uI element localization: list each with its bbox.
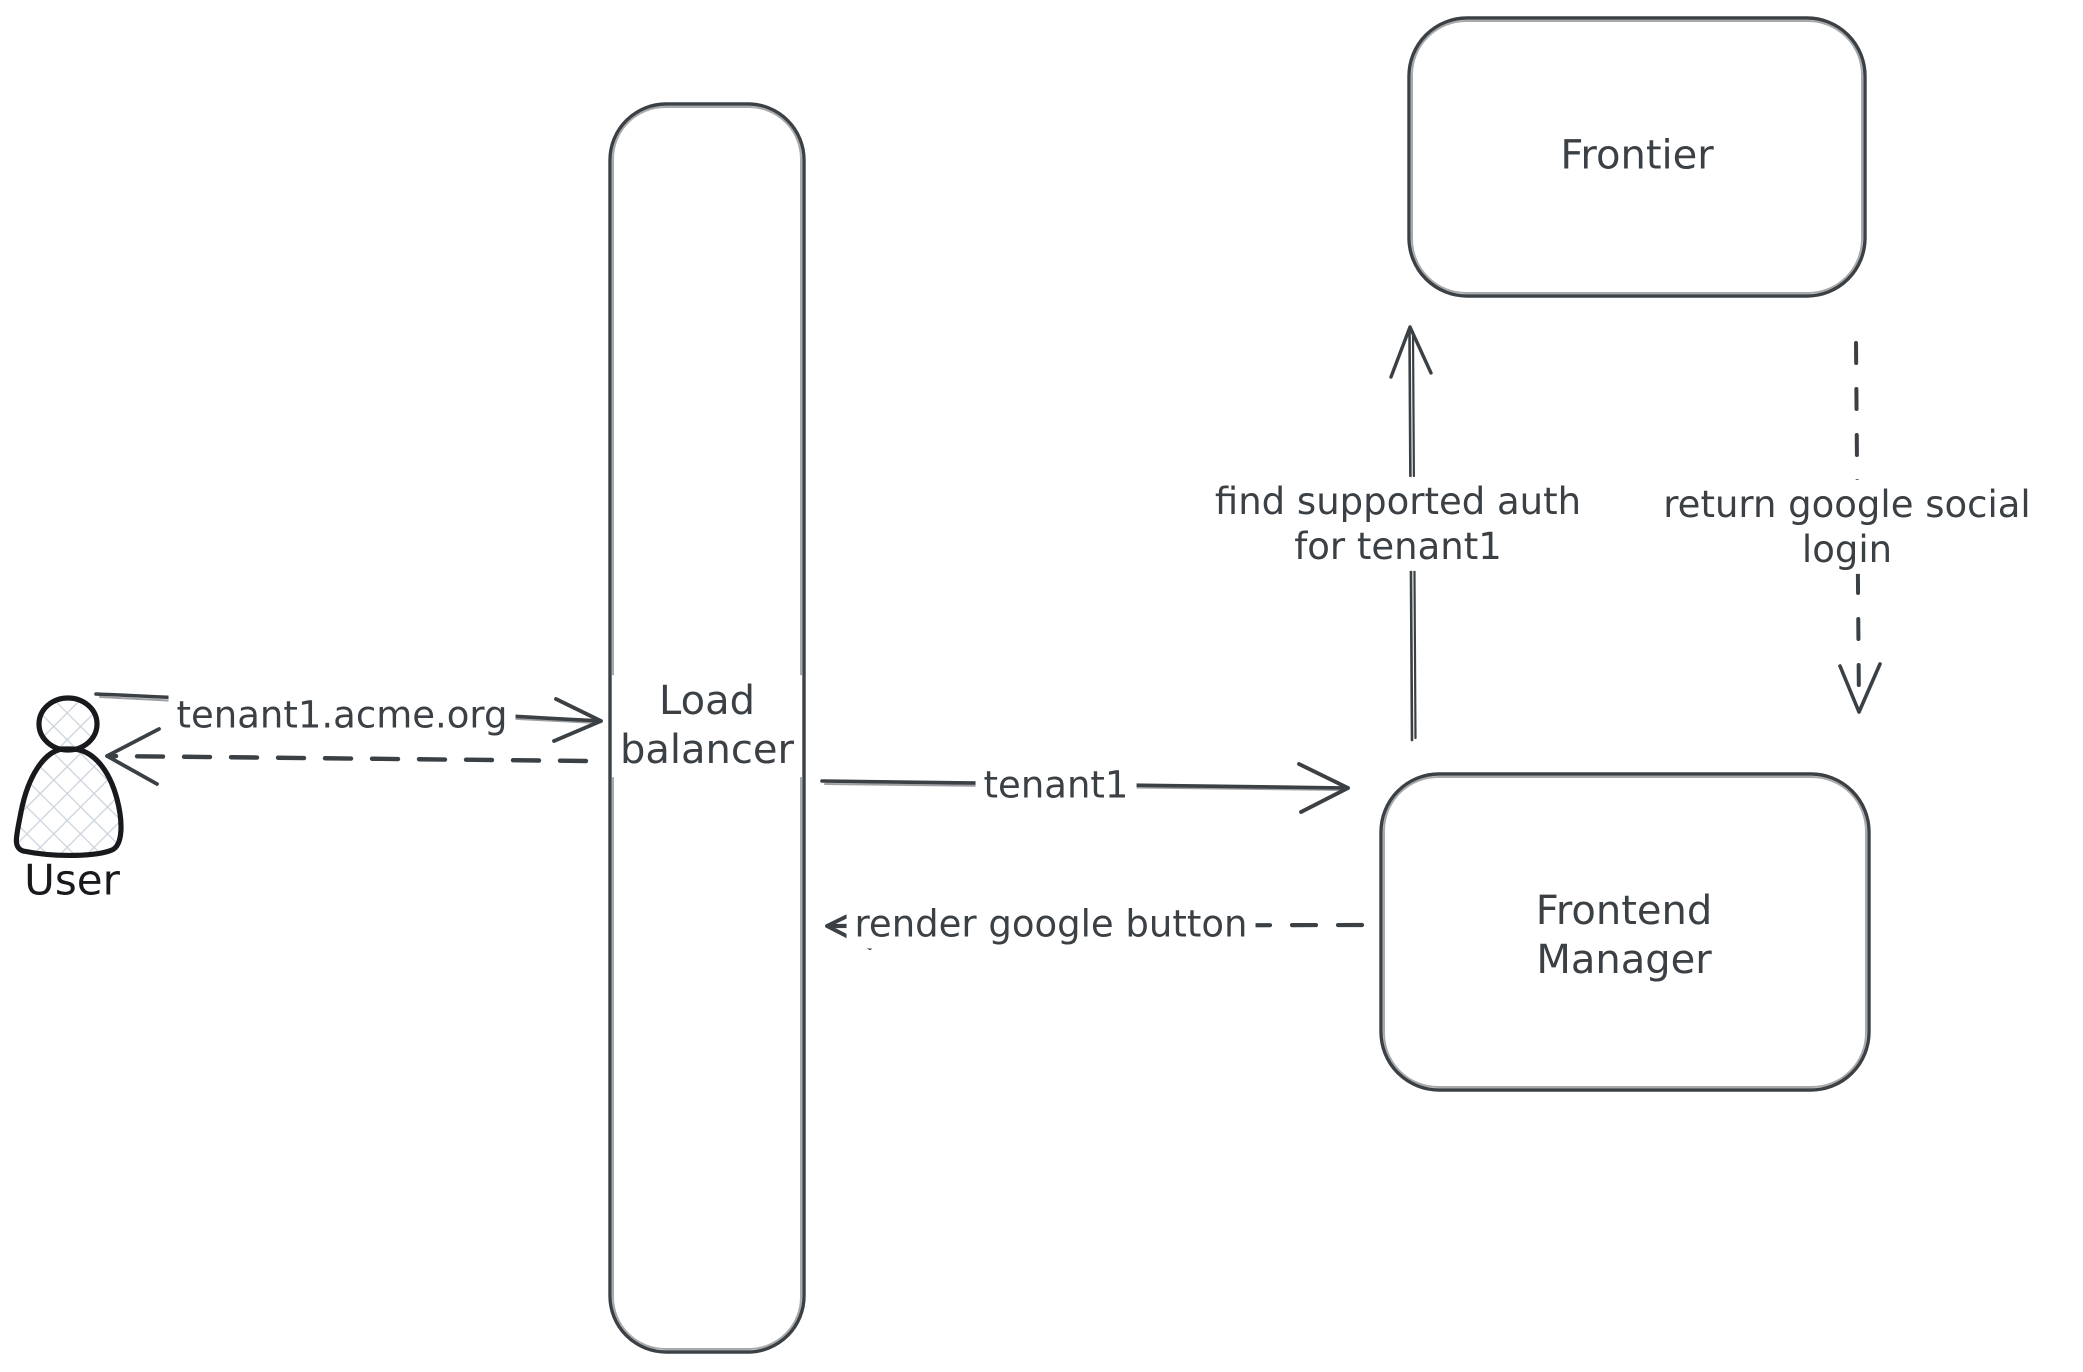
arrowhead-right-icon bbox=[552, 697, 603, 743]
edge-label-find-supported-auth: find supported auth for tenant1 bbox=[1206, 476, 1590, 572]
edge-label-return-google-social-login-line2: login bbox=[1801, 528, 1893, 571]
frontier-node bbox=[1407, 16, 1867, 298]
person-head bbox=[36, 695, 100, 753]
load-balancer-label-line1: Load bbox=[659, 678, 755, 725]
edge-label-find-supported-auth-line2: for tenant1 bbox=[1294, 525, 1502, 568]
person-body bbox=[13, 746, 124, 858]
user-label: User bbox=[24, 855, 120, 905]
frontend-manager-label: Frontend Manager bbox=[1527, 885, 1721, 987]
frontier-label: Frontier bbox=[1552, 129, 1722, 183]
frontier-node-sketch-stroke bbox=[1411, 20, 1863, 294]
person-icon bbox=[13, 695, 124, 858]
frontend-manager-label-line2: Manager bbox=[1536, 937, 1712, 983]
edge-label-tenant1: tenant1 bbox=[975, 760, 1137, 810]
arrowhead-up-icon bbox=[1389, 325, 1433, 379]
frontend-manager-label-line1: Frontend bbox=[1535, 888, 1713, 935]
edge-label-return-google-social-login-line1: return google social bbox=[1663, 482, 2031, 526]
frontend-manager-node bbox=[1379, 772, 1871, 1092]
edge-load-balancer-to-user bbox=[105, 727, 589, 786]
edge-label-return-google-social-login: return google social login bbox=[1655, 479, 2039, 575]
load-balancer-label-line2: balancer bbox=[620, 727, 794, 773]
frontend-manager-node-sketch-stroke bbox=[1383, 776, 1867, 1088]
edge-label-render-google-button: render google button bbox=[846, 899, 1256, 949]
load-balancer-label: Load balancer bbox=[612, 675, 802, 777]
edge-label-find-supported-auth-line1: find supported auth bbox=[1214, 479, 1582, 523]
arrowhead-down-icon bbox=[1838, 662, 1882, 714]
arrowhead-left-icon bbox=[105, 727, 161, 786]
edge-label-tenant1-acme-org: tenant1.acme.org bbox=[168, 690, 516, 740]
arrowhead-right-icon bbox=[1297, 762, 1350, 814]
